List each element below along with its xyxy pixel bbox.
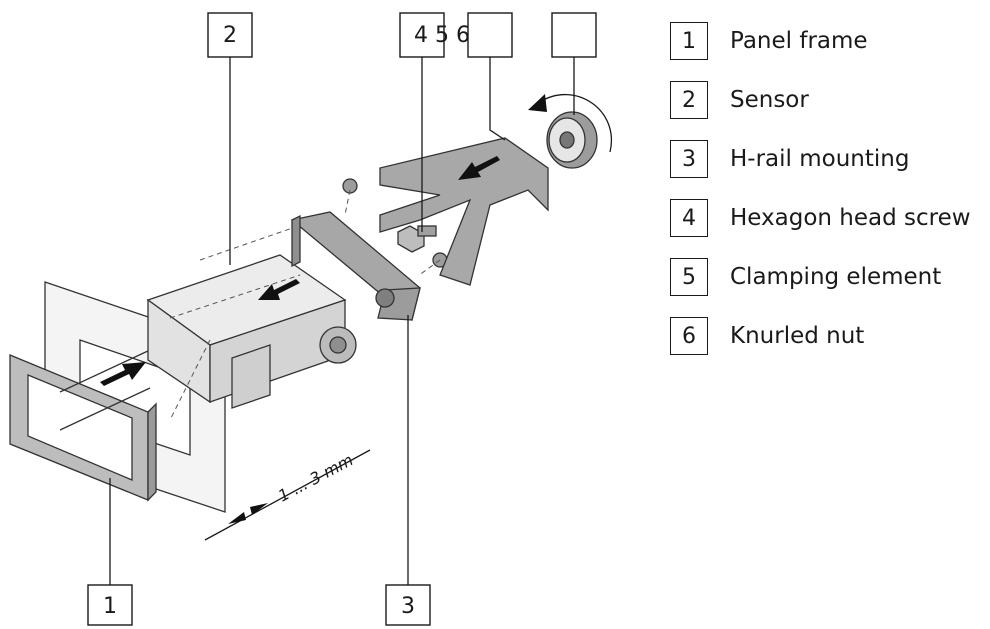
legend-number: 4 [670, 199, 708, 237]
callout-456-number: 4 5 6 [414, 23, 470, 48]
legend-label: Sensor [730, 87, 809, 113]
rotation-arrow [539, 93, 613, 153]
sensor-body [146, 214, 361, 409]
parts-legend: 1 Panel frame 2 Sensor 3 H-rail mounting… [670, 20, 990, 374]
callout-2-number: 2 [223, 23, 237, 48]
callout-1-number: 1 [103, 594, 117, 619]
knurled-nut [546, 111, 598, 169]
callout-4-5-6: 4 5 6 [399, 12, 470, 232]
legend-number: 2 [670, 81, 708, 119]
callout-2: 2 [207, 12, 253, 265]
legend-row: 5 Clamping element [670, 256, 990, 298]
legend-row: 6 Knurled nut [670, 315, 990, 357]
legend-row: 1 Panel frame [670, 20, 990, 62]
callout-3: 3 [385, 315, 431, 626]
callout-3-number: 3 [401, 594, 415, 619]
legend-row: 4 Hexagon head screw [670, 197, 990, 239]
legend-row: 2 Sensor [670, 79, 990, 121]
legend-label: Panel frame [730, 28, 868, 54]
dimension-label: 1 ... 3 mm [275, 450, 356, 505]
legend-label: Clamping element [730, 264, 942, 290]
hexagon-head-screw [397, 225, 437, 253]
legend-label: Hexagon head screw [730, 205, 971, 231]
legend-number: 5 [670, 258, 708, 296]
legend-label: Knurled nut [730, 323, 865, 349]
callout-blank-a [467, 12, 513, 141]
panel-frame [9, 349, 157, 502]
direction-arrows [100, 156, 500, 386]
callout-blank-b [551, 12, 597, 115]
legend-number: 6 [670, 317, 708, 355]
dimension-annotation: 1 ... 3 mm [204, 449, 371, 541]
legend-label: H-rail mounting [730, 146, 910, 172]
clamping-element [379, 137, 549, 286]
legend-number: 1 [670, 22, 708, 60]
h-rail-mounting [290, 211, 421, 322]
assembly-diagram: 1 ... 3 mm 2 4 5 6 1 3 [9, 12, 613, 626]
legend-row: 3 H-rail mounting [670, 138, 990, 180]
callout-1: 1 [87, 478, 133, 626]
legend-number: 3 [670, 140, 708, 178]
